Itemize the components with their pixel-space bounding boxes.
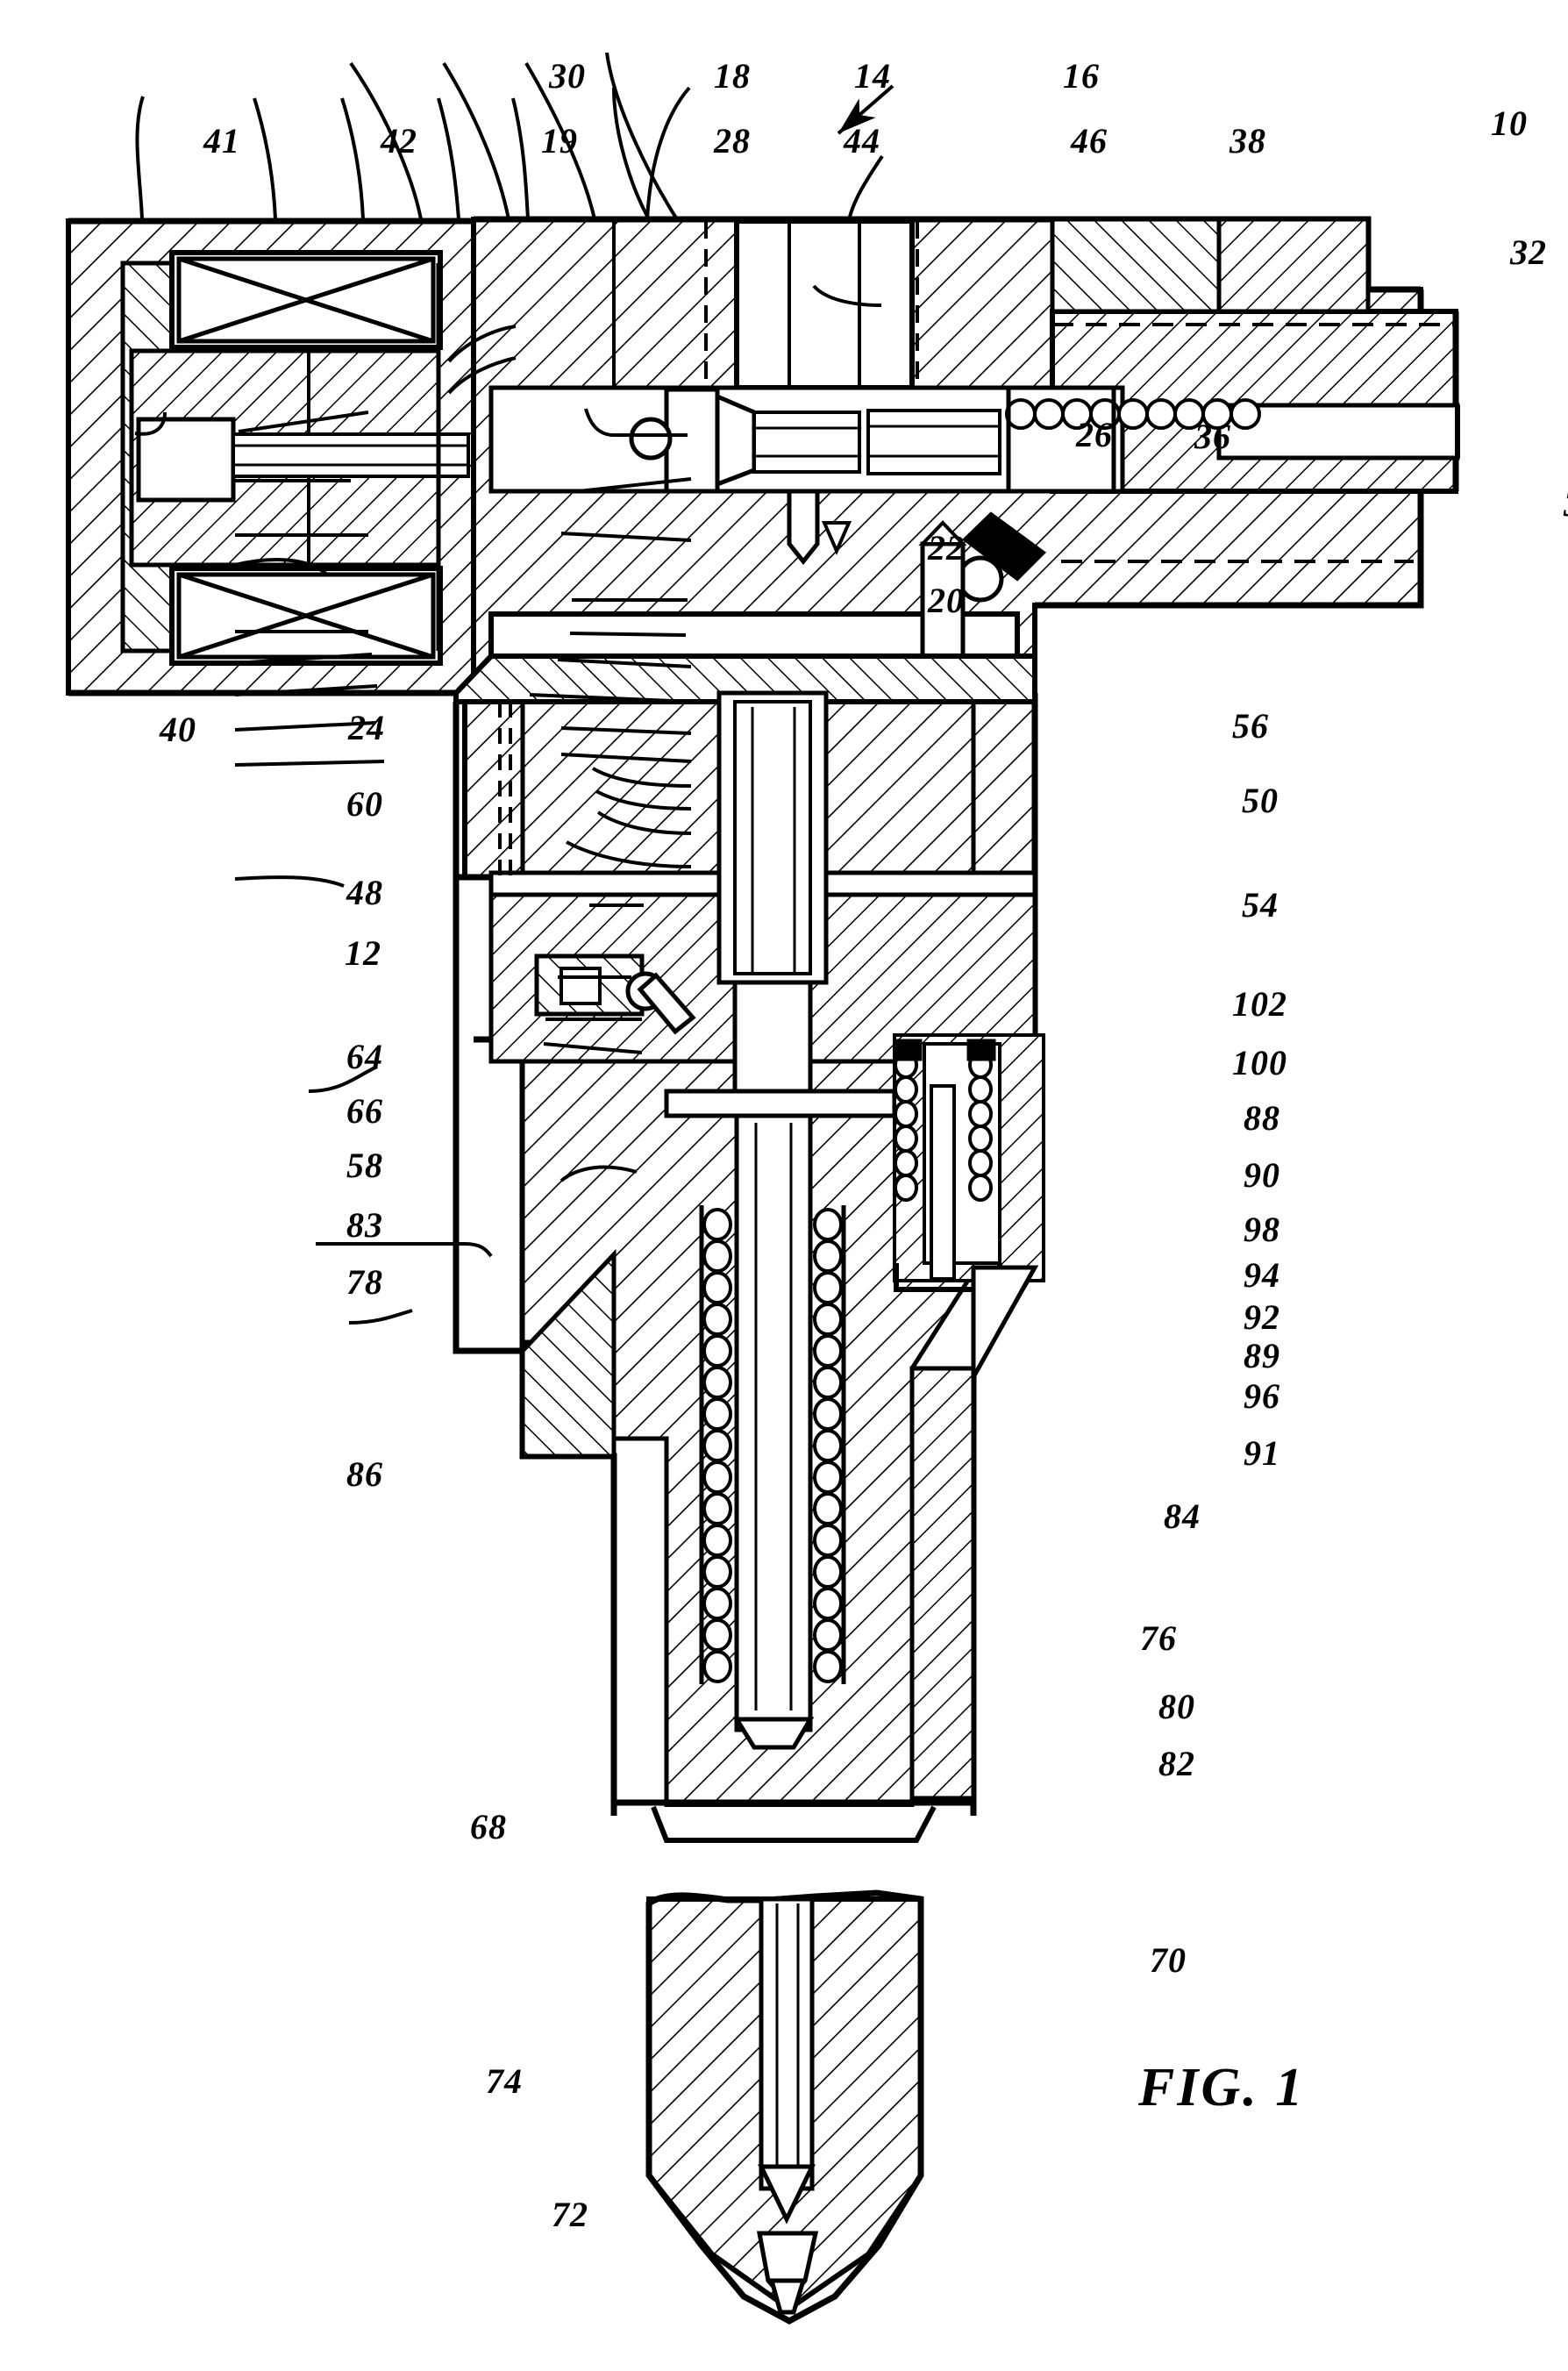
reference-numeral-80: 80: [1158, 1687, 1195, 1726]
reference-numeral-50: 50: [1242, 781, 1279, 820]
solenoid-housing: [66, 218, 476, 696]
reference-numeral-26: 26: [1076, 415, 1113, 454]
reference-numeral-14: 14: [854, 56, 891, 96]
reference-numeral-84: 84: [1164, 1496, 1201, 1536]
reference-numeral-82: 82: [1158, 1744, 1195, 1783]
reference-numeral-36: 36: [1194, 417, 1231, 456]
reference-numeral-24: 24: [348, 708, 385, 747]
nozzle-tip: [645, 1889, 924, 2325]
reference-numeral-48: 48: [346, 873, 383, 912]
reference-numeral-40: 40: [160, 710, 196, 749]
figure-label: FIG. 1: [1138, 2058, 1306, 2117]
leader-lines: [134, 52, 894, 1325]
spring-78-83: [699, 1205, 846, 1684]
reference-numeral-38: 38: [1229, 121, 1266, 161]
reference-numeral-54: 54: [1242, 885, 1279, 925]
reference-numeral-60: 60: [346, 784, 383, 824]
reference-numeral-44: 44: [844, 121, 880, 161]
reference-numeral-88: 88: [1244, 1098, 1280, 1138]
reference-numeral-86: 86: [346, 1454, 383, 1494]
reference-numeral-89: 89: [1244, 1336, 1280, 1375]
reference-numeral-16: 16: [1063, 56, 1100, 96]
reference-numeral-41: 41: [203, 121, 240, 161]
reference-numeral-92: 92: [1244, 1297, 1280, 1337]
reference-numeral-32: 32: [1510, 232, 1547, 272]
reference-numeral-91: 91: [1244, 1433, 1280, 1473]
reference-numeral-19: 19: [541, 121, 578, 161]
reference-numeral-20: 20: [928, 581, 965, 620]
reference-numeral-90: 90: [1244, 1155, 1280, 1195]
reference-numeral-68: 68: [470, 1807, 507, 1846]
reference-numeral-83: 83: [346, 1205, 383, 1245]
reference-numeral-96: 96: [1244, 1376, 1280, 1416]
reference-numeral-42: 42: [381, 121, 417, 161]
reference-numeral-56: 56: [1232, 706, 1269, 746]
valve-assembly: [488, 385, 1261, 704]
reference-numeral-94: 94: [1244, 1255, 1280, 1295]
reference-numeral-12: 12: [345, 933, 381, 973]
reference-numeral-28: 28: [714, 121, 751, 161]
reference-numeral-76: 76: [1140, 1618, 1177, 1658]
reference-numeral-64: 64: [346, 1037, 383, 1076]
reference-numeral-18: 18: [714, 56, 751, 96]
secondary-spring-assembly: [893, 1033, 1045, 1292]
spring-26-36: [1005, 386, 1261, 491]
reference-numeral-70: 70: [1150, 1940, 1187, 1980]
nozzle-holder-body: [453, 653, 1045, 1843]
reference-numeral-30: 30: [549, 56, 586, 96]
reference-numeral-22: 22: [928, 528, 965, 568]
reference-numeral-78: 78: [346, 1262, 383, 1302]
reference-numeral-98: 98: [1244, 1210, 1280, 1249]
reference-numeral-102: 102: [1232, 984, 1287, 1024]
reference-numeral-72: 72: [552, 2195, 588, 2234]
reference-numeral-10: 10: [1491, 104, 1528, 143]
reference-numeral-58: 58: [346, 1146, 383, 1185]
reference-numeral-74: 74: [486, 2061, 523, 2101]
reference-numeral-46: 46: [1071, 121, 1108, 161]
reference-numeral-100: 100: [1232, 1043, 1287, 1082]
reference-numeral-66: 66: [346, 1091, 383, 1131]
reference-numeral-34: 34: [1564, 483, 1568, 525]
